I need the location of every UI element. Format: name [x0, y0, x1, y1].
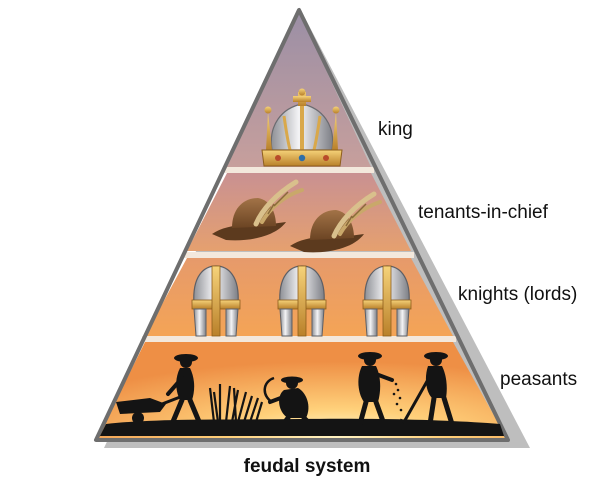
tier-label-tenants-in-chief: tenants-in-chief: [418, 202, 549, 223]
helmet-icon: [362, 265, 412, 337]
tier-band-peasants: [97, 342, 507, 439]
feathered-hat-icon: [290, 191, 382, 253]
helmet-icon: [277, 265, 327, 337]
helmet-icon: [191, 265, 241, 337]
working-peasants-silhouette: [100, 352, 504, 436]
diagram-caption: feudal system: [244, 456, 371, 477]
tier-label-peasants: peasants: [500, 369, 577, 390]
tier-label-king: king: [378, 119, 413, 140]
feathered-hat-icon: [212, 179, 304, 241]
tier-dividers: [142, 167, 456, 342]
crown-icon: [261, 88, 343, 167]
tier-label-knights: knights (lords): [458, 284, 577, 305]
pyramid-outline: [94, 8, 510, 442]
